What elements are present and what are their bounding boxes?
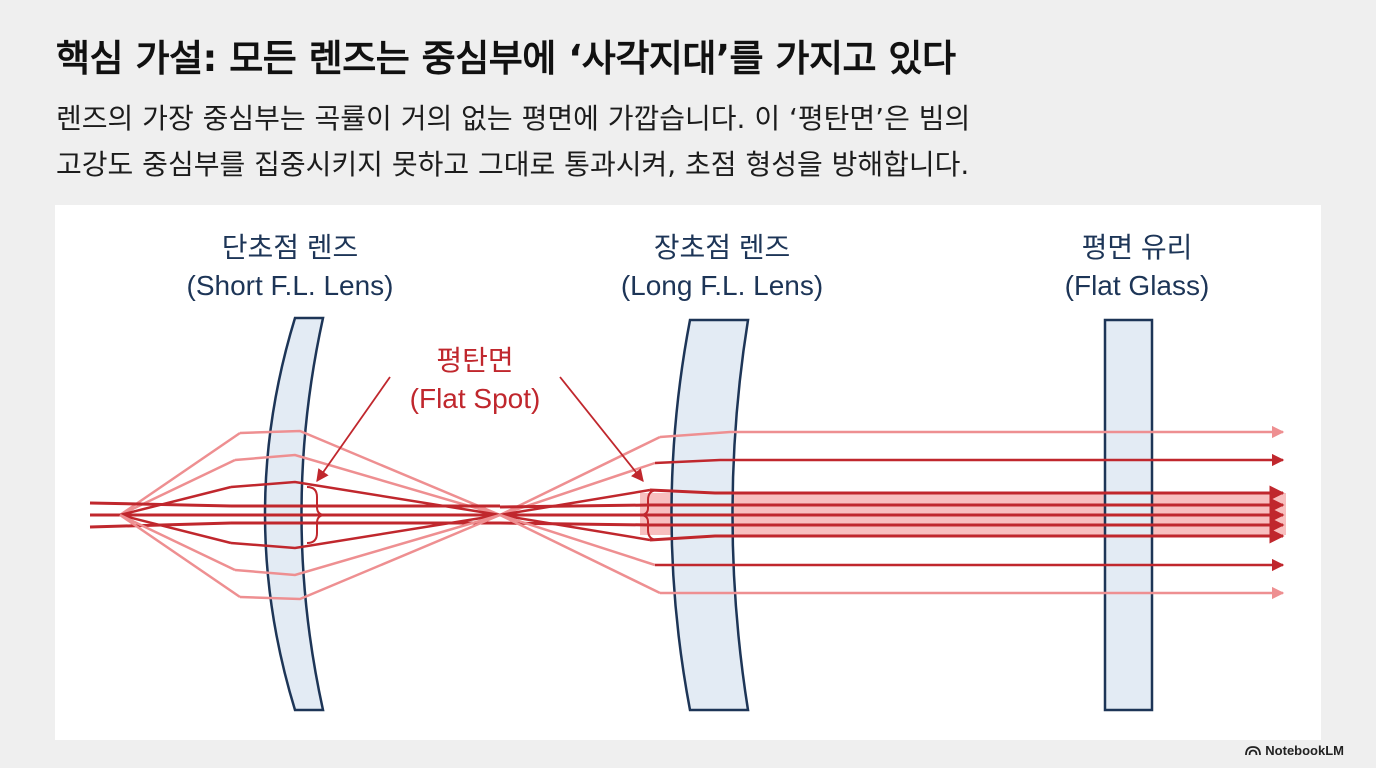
long-lens-label-ko: 장초점 렌즈 xyxy=(653,232,791,263)
diverging-rays xyxy=(499,435,661,595)
short-lens-label-en: (Short F.L. Lens) xyxy=(186,270,394,301)
subtitle-line-2: 고강도 중심부를 집중시키지 못하고 그대로 통과시켜, 초점 형성을 방해합니… xyxy=(56,148,970,181)
notebooklm-logo-icon xyxy=(1245,745,1262,755)
flat-glass-label-en: (Flat Glass) xyxy=(1064,270,1210,301)
short-lens-label: 단초점 렌즈 (Short F.L. Lens) xyxy=(187,229,394,305)
page-subtitle: 렌즈의 가장 중심부는 곡률이 거의 없는 평면에 가깝습니다. 이 ‘평탄면’… xyxy=(56,96,1336,188)
flat-spot-pointer-right xyxy=(559,376,644,482)
brand-label: NotebookLM xyxy=(1265,743,1344,758)
page-title: 핵심 가설: 모든 렌즈는 중심부에 ‘사각지대’를 가지고 있다 xyxy=(56,37,956,80)
flat-glass-label: 평면 유리 (Flat Glass) xyxy=(1065,229,1210,305)
long-lens-flat-spot-brace xyxy=(639,489,659,541)
flat-glass-label-ko: 평면 유리 xyxy=(1081,232,1193,263)
flat-spot-label-ko: 평탄면 xyxy=(436,345,514,376)
flat-spot-pointer-left xyxy=(316,376,391,483)
flat-spot-label-en: (Flat Spot) xyxy=(409,383,541,414)
converging-rays xyxy=(230,429,501,601)
long-lens-label: 장초점 렌즈 (Long F.L. Lens) xyxy=(621,229,823,305)
diagram-panel: 단초점 렌즈 (Short F.L. Lens) 장초점 렌즈 (Long F.… xyxy=(55,205,1321,740)
flat-spot-label: 평탄면 (Flat Spot) xyxy=(410,342,541,418)
brand-watermark: NotebookLM xyxy=(1245,743,1344,758)
incident-rays xyxy=(89,431,241,599)
short-lens-label-ko: 단초점 렌즈 xyxy=(221,232,359,263)
collimated-rays xyxy=(649,425,1285,600)
long-lens-label-en: (Long F.L. Lens) xyxy=(620,270,824,301)
short-lens-flat-spot-brace xyxy=(306,486,326,544)
subtitle-line-1: 렌즈의 가장 중심부는 곡률이 거의 없는 평면에 가깝습니다. 이 ‘평탄면’… xyxy=(56,102,971,135)
lens-diagram xyxy=(89,316,1286,712)
